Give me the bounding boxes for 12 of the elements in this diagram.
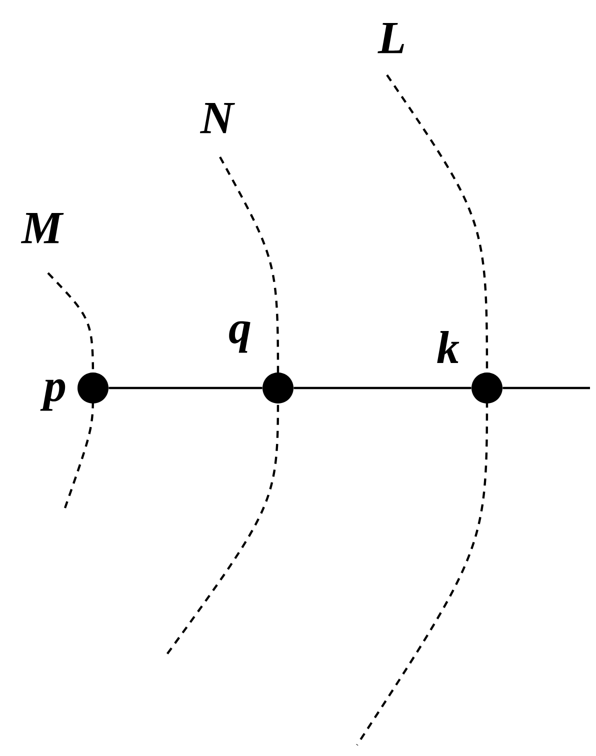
line	[108, 386, 262, 390]
line	[294, 386, 472, 390]
line	[502, 386, 590, 390]
dot	[262, 372, 294, 404]
dot	[78, 372, 108, 404]
point-label: q	[229, 321, 250, 353]
curve-label: M	[20, 212, 64, 244]
dot	[472, 372, 502, 404]
point-label: k	[437, 331, 460, 363]
point-label: p	[40, 379, 66, 411]
curve-label: L	[378, 22, 404, 54]
curve-label: N	[200, 102, 235, 134]
